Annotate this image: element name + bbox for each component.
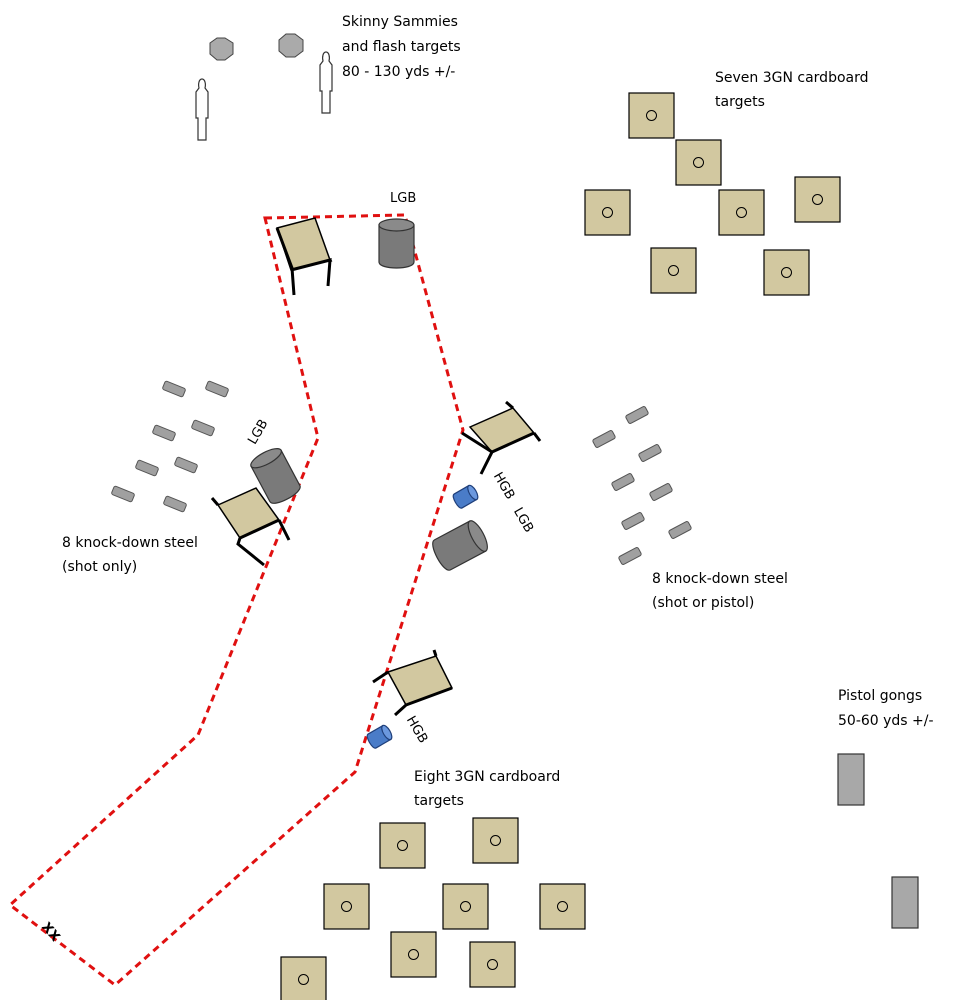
- knock-down-steel: [205, 380, 229, 398]
- shooting-table-right-lower: [372, 649, 454, 717]
- skinny-sammies-label: Skinny Sammies and flash targets 80 - 13…: [342, 14, 465, 80]
- shooting-table-top: [275, 217, 333, 296]
- steel-right-label: 8 knock-down steel (shot or pistol): [652, 571, 792, 611]
- cardboard-target: [379, 822, 426, 869]
- hgb-barrel-right: [452, 484, 479, 509]
- hgb-barrel-bottom: [366, 724, 393, 749]
- shooting-table-left: [210, 487, 291, 567]
- steel-left-group: [111, 380, 229, 513]
- lgb-right-label: LGB: [510, 505, 536, 535]
- cardboard-target: [390, 931, 437, 978]
- cardboard-target: [675, 139, 722, 186]
- knock-down-steel: [174, 456, 198, 474]
- knock-down-steel: [111, 485, 135, 503]
- knock-down-steel: [162, 380, 186, 398]
- flash-target: [209, 37, 234, 61]
- cardboard-target: [763, 249, 810, 296]
- knock-down-steel: [592, 430, 616, 448]
- pistol-gong: [837, 753, 865, 806]
- cardboard-target: [280, 956, 327, 1000]
- cardboard-target: [442, 883, 489, 930]
- knock-down-steel: [152, 424, 176, 442]
- knock-down-steel: [135, 459, 159, 477]
- flash-target: [278, 33, 304, 58]
- lgb-barrel-left: [250, 448, 301, 504]
- eight-cardboard-targets: [280, 817, 586, 1000]
- hgb-right-label: HGB: [490, 470, 517, 502]
- skinny-sammy-target: [319, 51, 333, 114]
- knock-down-steel: [668, 521, 692, 539]
- skinny-sammy-target: [195, 78, 209, 141]
- hgb-bottom-label: HGB: [403, 714, 430, 746]
- shooting-table-right-upper: [461, 400, 542, 475]
- lgb-left-label: LGB: [245, 417, 271, 447]
- knock-down-steel: [191, 419, 215, 437]
- knock-down-steel: [611, 473, 635, 491]
- cardboard-target: [323, 883, 370, 930]
- cardboard-target: [718, 189, 765, 236]
- cardboard-target: [794, 176, 841, 223]
- steel-left-label: 8 knock-down steel (shot only): [62, 535, 202, 575]
- seven-cardboard-targets: [584, 92, 841, 296]
- eight-cardboard-label: Eight 3GN cardboard targets: [414, 769, 565, 809]
- cardboard-target: [584, 189, 631, 236]
- cardboard-target: [628, 92, 675, 139]
- knock-down-steel: [649, 483, 673, 501]
- knock-down-steel: [625, 406, 649, 424]
- cardboard-target: [539, 883, 586, 930]
- lgb-top-label: LGB: [390, 191, 416, 206]
- cardboard-target: [469, 941, 516, 988]
- skinny-sammies-group: [195, 33, 333, 141]
- cardboard-target: [472, 817, 519, 864]
- shooting-area-boundary: [7, 213, 465, 987]
- knock-down-steel: [618, 547, 642, 565]
- pistol-gongs-label: Pistol gongs 50-60 yds +/-: [838, 688, 934, 729]
- start-marks-label: XX: [38, 920, 62, 945]
- knock-down-steel: [621, 512, 645, 530]
- steel-right-group: [592, 406, 692, 565]
- lgb-barrel-top: [378, 218, 415, 269]
- knock-down-steel: [638, 444, 662, 462]
- seven-cardboard-label: Seven 3GN cardboard targets: [715, 70, 873, 110]
- pistol-gong: [891, 876, 919, 929]
- lgb-barrel-right: [432, 520, 488, 571]
- knock-down-steel: [163, 495, 187, 513]
- cardboard-target: [650, 247, 697, 294]
